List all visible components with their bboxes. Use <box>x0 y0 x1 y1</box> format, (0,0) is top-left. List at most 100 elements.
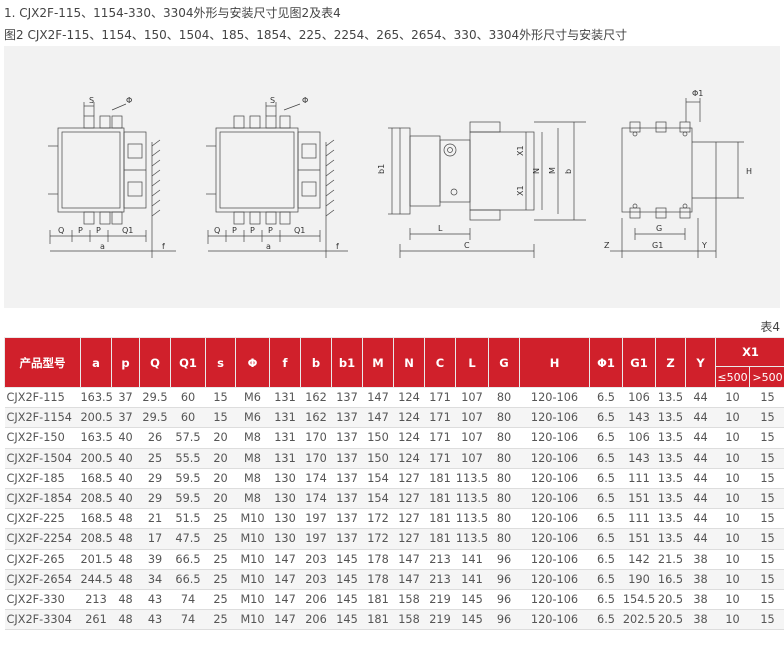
value-cell: 181 <box>424 508 456 530</box>
value-cell: 44 <box>685 508 716 530</box>
front-view-1 <box>48 102 176 258</box>
value-cell: 10 <box>715 387 750 409</box>
value-cell: 145 <box>455 589 489 611</box>
value-cell: 127 <box>393 488 425 510</box>
value-cell: 10 <box>715 468 750 489</box>
header-phi: Φ <box>235 337 270 388</box>
value-cell: 20 <box>205 448 236 469</box>
value-cell: 171 <box>424 448 456 469</box>
value-cell: 197 <box>300 528 332 550</box>
value-cell: 124 <box>393 407 425 429</box>
header-x1-gt500: >500 <box>749 366 784 388</box>
value-cell: 96 <box>488 589 520 611</box>
value-cell: 10 <box>715 528 750 550</box>
value-cell: 113.5 <box>455 468 489 489</box>
value-cell: 120-106 <box>519 549 590 570</box>
label-phi-1: Φ <box>126 96 132 105</box>
figure-caption: 图2 CJX2F-115、1154、150、1504、185、1854、225、… <box>4 28 628 42</box>
header-z: Z <box>655 337 686 388</box>
value-cell: 29.5 <box>139 387 171 409</box>
value-cell: 154 <box>362 468 394 489</box>
value-cell: 29 <box>139 468 171 489</box>
value-cell: 107 <box>455 407 489 429</box>
value-cell: 37 <box>111 387 140 409</box>
value-cell: 34 <box>139 569 171 590</box>
value-cell: 15 <box>749 589 784 611</box>
value-cell: 80 <box>488 407 520 429</box>
value-cell: 145 <box>455 609 489 631</box>
mounting-view <box>610 98 744 258</box>
value-cell: 15 <box>749 448 784 469</box>
value-cell: 48 <box>111 609 140 631</box>
value-cell: 127 <box>393 468 425 489</box>
label-q-2: Q <box>214 226 220 235</box>
value-cell: 145 <box>331 589 363 611</box>
value-cell: 106 <box>622 387 656 409</box>
value-cell: 29.5 <box>139 407 171 429</box>
value-cell: 60 <box>170 407 206 429</box>
value-cell: 130 <box>269 468 301 489</box>
value-cell: 48 <box>111 569 140 590</box>
value-cell: 127 <box>393 528 425 550</box>
value-cell: 131 <box>269 448 301 469</box>
header-s: s <box>205 337 236 388</box>
value-cell: 181 <box>362 589 394 611</box>
value-cell: 124 <box>393 387 425 409</box>
value-cell: 15 <box>205 387 236 409</box>
value-cell: 147 <box>269 609 301 631</box>
value-cell: 10 <box>715 448 750 469</box>
value-cell: 13.5 <box>655 488 686 510</box>
model-cell: CJX2F-185 <box>4 468 81 489</box>
value-cell: 172 <box>362 508 394 530</box>
value-cell: 154 <box>362 488 394 510</box>
value-cell: 60 <box>170 387 206 409</box>
value-cell: 208.5 <box>80 528 112 550</box>
value-cell: 178 <box>362 549 394 570</box>
value-cell: 151 <box>622 528 656 550</box>
value-cell: 213 <box>424 549 456 570</box>
value-cell: M10 <box>235 549 270 570</box>
value-cell: 201.5 <box>80 549 112 570</box>
model-cell: CJX2F-265 <box>4 549 81 570</box>
label-q1-1: Q1 <box>122 226 133 235</box>
value-cell: 200.5 <box>80 407 112 429</box>
value-cell: M6 <box>235 407 270 429</box>
value-cell: 44 <box>685 488 716 510</box>
value-cell: 10 <box>715 589 750 611</box>
value-cell: 131 <box>269 387 301 409</box>
label-g1: G1 <box>652 241 663 250</box>
header-y: Y <box>685 337 716 388</box>
value-cell: 171 <box>424 387 456 409</box>
value-cell: 6.5 <box>589 468 623 489</box>
value-cell: 178 <box>362 569 394 590</box>
value-cell: 80 <box>488 468 520 489</box>
header-g1: G1 <box>622 337 656 388</box>
value-cell: 15 <box>749 508 784 530</box>
table-caption: 表4 <box>760 320 780 334</box>
label-l: L <box>438 224 443 233</box>
value-cell: 80 <box>488 448 520 469</box>
value-cell: M8 <box>235 488 270 510</box>
value-cell: 15 <box>749 528 784 550</box>
value-cell: M10 <box>235 508 270 530</box>
value-cell: 120-106 <box>519 508 590 530</box>
value-cell: M8 <box>235 468 270 489</box>
header-n: N <box>393 337 425 388</box>
value-cell: 6.5 <box>589 549 623 570</box>
label-f-1: f <box>162 242 165 251</box>
value-cell: 151 <box>622 488 656 510</box>
value-cell: 219 <box>424 609 456 631</box>
label-s-1: S <box>89 96 94 105</box>
value-cell: 15 <box>749 387 784 409</box>
value-cell: 26 <box>139 427 171 449</box>
label-x1-top: X1 <box>516 145 525 156</box>
value-cell: 38 <box>685 569 716 590</box>
value-cell: 44 <box>685 407 716 429</box>
value-cell: 219 <box>424 589 456 611</box>
